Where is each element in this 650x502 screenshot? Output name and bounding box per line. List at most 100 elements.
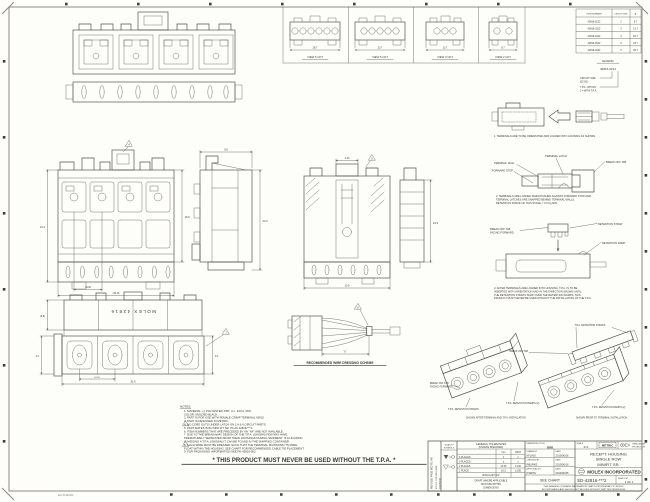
svg-text:4: 4 — [128, 144, 130, 147]
notes-block: NOTES: 1. MATERIAL: (-) POLYESTER, PBT, … — [179, 405, 427, 465]
assembly-note-3-line: PRODUCT MUST NEVER BE USED WITHOUT THE I… — [494, 296, 592, 300]
quality-symbol-open-triangle — [443, 464, 449, 470]
revision-strip: REVISE PKG NOTE #9 EC NO: UCP2010-0608 2… — [430, 457, 442, 489]
cell-item: 42816-0412 — [588, 35, 601, 38]
note-line: PREMATURELY SEPARATED FROM THEIR HOUSING… — [184, 436, 303, 440]
cell-a: 23.7 — [633, 42, 638, 45]
assembly-note-3-line: 3. AFTER TERMINALS ARE LOADED INTO HOUSI… — [494, 286, 578, 290]
insertion-arrow — [548, 109, 571, 124]
dim-bottom-overall: 31.6 — [130, 380, 136, 384]
assembly-note-3-line: INSERTED WITH ORIENTATION AND IN THE DIR… — [494, 289, 582, 293]
quality-symbol-filled-triangle — [443, 455, 449, 459]
checked-date: 2010/06/16 — [556, 462, 570, 466]
dim-bottom-h2: 4.2 — [36, 355, 40, 358]
terminal-wall-label: TERMINAL WALL — [494, 161, 515, 165]
tol-row-mm: ±0.5 — [501, 470, 506, 473]
tol-row-label: 1 PLACE — [459, 470, 469, 473]
tol-row-inch: ± — [517, 460, 519, 463]
dim-front-height: 21.4 — [40, 225, 46, 229]
title-block: REVISE PKG NOTE #9 EC NO: UCP2010-0608 2… — [427, 440, 646, 492]
dim-section-top: 2.40 — [345, 157, 350, 160]
view-iso-assembled: BREAK OFF TAB FACING FORWARD T.P.A. RETE… — [430, 332, 539, 420]
diagram-latch-detail: TERMINAL LATCH TERMINAL WALL FORWARD STO… — [492, 154, 626, 205]
approved-date: 2010/06/25 — [556, 471, 570, 475]
general-tolerances: GENERAL TOLERANCES (UNLESS SPECIFIED) mm… — [456, 442, 526, 489]
legend-tpa-value: 2 = WITH T.P.A. — [580, 89, 597, 92]
signature-column: DIMENSION STYLE mm DRAWN BY KFLING DATE … — [524, 443, 643, 485]
view-iso-exploded: T.P.A. RETENTION STRAPS BREAK OFF TAB T.… — [509, 324, 639, 420]
legend-circuit-range: (02-06) — [580, 80, 588, 83]
tolerance-col-mm: mm — [502, 451, 506, 454]
sheet-number-value: 1 OF 1 — [625, 480, 634, 484]
dim-section-right: 24.3 — [433, 221, 439, 225]
note-flag-4 — [182, 420, 189, 427]
zone-ticks — [2, 2, 648, 496]
note-line: COLOR: MOLDED BLACK. — [184, 412, 218, 416]
tol-row-mm: ± — [503, 456, 505, 459]
note-line: FLOAT WITHIN THE HOUSING. SEE CHART FOR … — [184, 446, 305, 450]
proprietary-notice-1: THIS DRAWING CONTAINS INFORMATION THAT I… — [543, 485, 624, 488]
dim-side-right: 24.3 — [263, 219, 269, 223]
cell-a: 8.7 — [634, 20, 638, 23]
diagram-terminal-loading: 1. TERMINALS ARE TO BE ORIENTATED AND LO… — [491, 102, 625, 138]
mini-view-3ckt: 13.7 VIEW 3 CKT — [425, 15, 465, 60]
date-label: DATE — [556, 459, 562, 462]
checked-by-name: RBURKE — [527, 462, 538, 466]
view-bottom: MOLEX 42816 31.6 10.00 (5.8) 4.2 9.1 7 — [36, 291, 230, 387]
quality-symbols: QUALITY SYMBOLS — [440, 444, 458, 470]
assembly-note-2-line: TERMINAL LATCHES ARE SNAPPED BEHIND TERM… — [496, 197, 575, 201]
legend-example: 42816-0212 — [600, 67, 616, 71]
view-section-center: 2.40 10.9 24.3 5 — [303, 154, 439, 291]
parts-table: ITEM NUMBER CIRCUIT SIZE 'A' 42816-0212 … — [575, 8, 642, 54]
mini-view-caption: VIEW 5 CKT — [372, 55, 388, 59]
assembly-note-2-line: RETENTION FORCE OF THIS STAGE = 3.0 Kg M… — [496, 201, 558, 205]
legend-circuit-label: CIRCUIT SIZE — [580, 77, 596, 80]
note-line: 8. EACH WIRE MUST BE DRESSED SUCH THAT T… — [184, 443, 297, 447]
draft-note-3: DIMENSIONS — [483, 486, 499, 489]
third-angle-label-1: THIRD ANGLE — [632, 443, 646, 446]
drawn-date: 2010/06/16 — [556, 454, 570, 458]
dim-front-overall: (41.6) — [113, 291, 120, 295]
revision-description: REVISE PKG NOTE #9 — [430, 457, 434, 489]
dim-front-depth: 16.9 — [185, 215, 191, 219]
draft-note-1: DRAFT WHERE APPLICABLE — [475, 480, 508, 483]
mini-view-2ckt: 8.7 VIEW 2 CKT — [488, 15, 518, 60]
cell-size: 6 — [620, 49, 622, 52]
dim-bottom-h1: (5.8) — [40, 315, 45, 318]
proprietary-notice-2: INCORPORATED AND SHOULD NOT BE USED WITH… — [542, 488, 626, 491]
assembly-note-2-line: 2. TERMINALS ARE LOADED WHEN PUSHED AGAI… — [496, 194, 591, 198]
tol-row-mm: ± — [503, 460, 505, 463]
tpa-warning: * THIS PRODUCT MUST NEVER BE USED WITHOU… — [213, 458, 397, 464]
svg-text:7: 7 — [225, 332, 227, 335]
cell-item: 42816-0512 — [588, 42, 601, 45]
cell-size: 5 — [620, 42, 622, 45]
legend-title: LEGEND: — [602, 59, 615, 63]
tpa-piece-iso — [568, 330, 639, 365]
view-wire-dressing: 'X' 8 RECOMMENDED WIRE DRESSING SCHEME — [287, 303, 401, 366]
cell-size: 3 — [620, 28, 622, 31]
tol-row-inch: ± — [517, 456, 519, 459]
flag-4: 4 — [122, 140, 133, 153]
flag-5: 5 — [365, 154, 376, 168]
note-line: 7. DUE TO THE BREAKAWAY DESIGN OF THE T.… — [184, 433, 287, 437]
drawn-by-label: DRAWN BY — [527, 450, 538, 453]
date-label: DATE — [556, 467, 562, 470]
break-off-tab-forward-label-2: FACING FORWARD — [490, 230, 514, 234]
note-line: 4. NO CORE OUTS UNDER LATCH ON 2,4 & 6 C… — [184, 423, 267, 427]
quality-label-1: QUALITY — [444, 444, 454, 447]
tol-row-inch: ±.010 — [515, 465, 522, 468]
iso-ramps-label-right: T.P.A. RETENTION RAMPS (2) — [592, 406, 625, 409]
tolerance-title-1: GENERAL TOLERANCES — [476, 442, 507, 446]
approved-by-label: APPROVED BY — [527, 467, 542, 470]
cell-item: 42816-0612 — [588, 49, 601, 52]
forward-stop-label: FORWARD STOP — [492, 169, 513, 173]
document-number: SD-42816-***2 — [577, 478, 607, 483]
sheet-format-code: E2-TH2020 — [58, 493, 74, 497]
dim-label: 28.7 — [313, 46, 318, 49]
tol-row-label: 3 PLACES — [459, 460, 471, 463]
quality-label-2: SYMBOLS — [444, 448, 455, 450]
view-front-top — [65, 11, 243, 103]
metric-flag: METRIC — [602, 444, 614, 448]
